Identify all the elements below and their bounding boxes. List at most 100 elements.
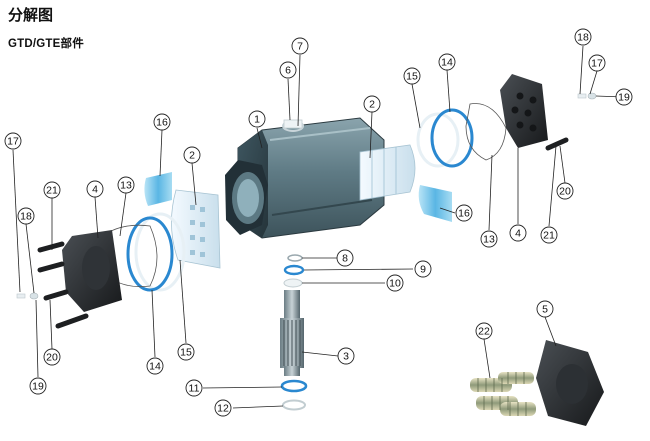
callout-label: 16 [156, 117, 168, 129]
callout-circle [540, 226, 558, 244]
callout-label: 1 [254, 114, 260, 126]
callout-circle [438, 53, 456, 71]
callout-22: 22 [475, 322, 493, 340]
guide-band-left [144, 172, 172, 206]
callout-21: 21 [43, 181, 61, 199]
callout-label: 21 [46, 185, 58, 197]
callout-circle [146, 357, 164, 375]
leader-lines [12, 45, 625, 409]
callout-circle [574, 28, 592, 46]
callout-18: 18 [17, 207, 35, 225]
callout-20: 20 [556, 182, 574, 200]
callout-circle [183, 146, 201, 164]
callout-19: 19 [29, 377, 47, 395]
callout-label: 7 [297, 41, 303, 53]
callout-7: 7 [291, 37, 309, 55]
callout-circle [588, 54, 606, 72]
callout-12: 12 [214, 399, 232, 417]
callout-label: 20 [46, 352, 58, 364]
callout-15: 15 [403, 67, 421, 85]
piston-seal-right [416, 112, 460, 168]
o-ring-9 [283, 264, 305, 276]
callout-circle [480, 230, 498, 248]
callout-circle [414, 260, 432, 278]
callout-circle [43, 348, 61, 366]
callout-label: 15 [180, 347, 192, 359]
callout-17: 17 [588, 54, 606, 72]
callout-label: 22 [478, 326, 490, 338]
cap-bolt-right [545, 137, 569, 151]
end-cap-left [62, 230, 122, 312]
callout-circle [86, 180, 104, 198]
callout-14: 14 [146, 357, 164, 375]
callout-circle [17, 207, 35, 225]
callout-label: 10 [389, 278, 401, 290]
callout-circle [177, 343, 195, 361]
guide-band-right [418, 185, 452, 222]
callout-circle [615, 88, 633, 106]
page-subtitle: GTD/GTE部件 [8, 38, 84, 50]
o-ring-14-left [126, 216, 174, 292]
callout-9: 9 [414, 260, 432, 278]
callout-13: 13 [117, 176, 135, 194]
callout-label: 16 [458, 208, 470, 220]
callout-circle [185, 379, 203, 397]
callout-circle [336, 249, 354, 267]
callout-circle [556, 182, 574, 200]
callout-11: 11 [185, 379, 203, 397]
callout-4: 4 [509, 224, 527, 242]
callout-circle [153, 113, 171, 131]
callout-label: 6 [285, 65, 291, 77]
callout-10: 10 [386, 274, 404, 292]
washer-12 [282, 399, 306, 411]
callout-label: 13 [120, 180, 132, 192]
piston-seal-left [134, 212, 186, 292]
callout-circle [536, 300, 554, 318]
end-cap-seal-right [465, 103, 507, 161]
o-ring-11 [280, 379, 308, 393]
cap-bolts-left [37, 241, 89, 329]
callout-3: 3 [337, 347, 355, 365]
set-screw-left [16, 292, 39, 300]
callout-label: 18 [577, 32, 589, 44]
callout-2: 2 [363, 95, 381, 113]
callout-13: 13 [480, 230, 498, 248]
callout-circle [43, 181, 61, 199]
callout-label: 19 [618, 92, 630, 104]
callout-1: 1 [248, 110, 266, 128]
callout-label: 5 [542, 304, 548, 316]
callout-4: 4 [86, 180, 104, 198]
callout-circle [291, 37, 309, 55]
callout-circle [386, 274, 404, 292]
springs [470, 372, 536, 416]
callout-14: 14 [438, 53, 456, 71]
set-screw-right [577, 92, 597, 100]
callout-label: 17 [591, 58, 603, 70]
callout-label: 17 [7, 136, 19, 148]
callout-label: 13 [483, 234, 495, 246]
top-insert [282, 119, 304, 132]
callout-circle [117, 176, 135, 194]
o-ring-14-right [430, 108, 474, 168]
callout-label: 3 [343, 351, 349, 363]
callout-16: 16 [455, 204, 473, 222]
callout-label: 4 [92, 184, 98, 196]
callout-2: 2 [183, 146, 201, 164]
callout-circle [403, 67, 421, 85]
spring-end-cap [536, 340, 604, 426]
page-title: 分解图 [8, 7, 54, 24]
callout-label: 14 [441, 57, 453, 69]
callout-label: 4 [515, 228, 521, 240]
callout-19: 19 [615, 88, 633, 106]
callout-18: 18 [574, 28, 592, 46]
callout-17: 17 [4, 132, 22, 150]
callout-circle [475, 322, 493, 340]
piston-right [359, 144, 416, 201]
callout-label: 11 [189, 383, 200, 395]
callout-21: 21 [540, 226, 558, 244]
body-housing [225, 117, 385, 239]
callout-label: 14 [149, 361, 161, 373]
callout-5: 5 [536, 300, 554, 318]
callout-6: 6 [279, 61, 297, 79]
